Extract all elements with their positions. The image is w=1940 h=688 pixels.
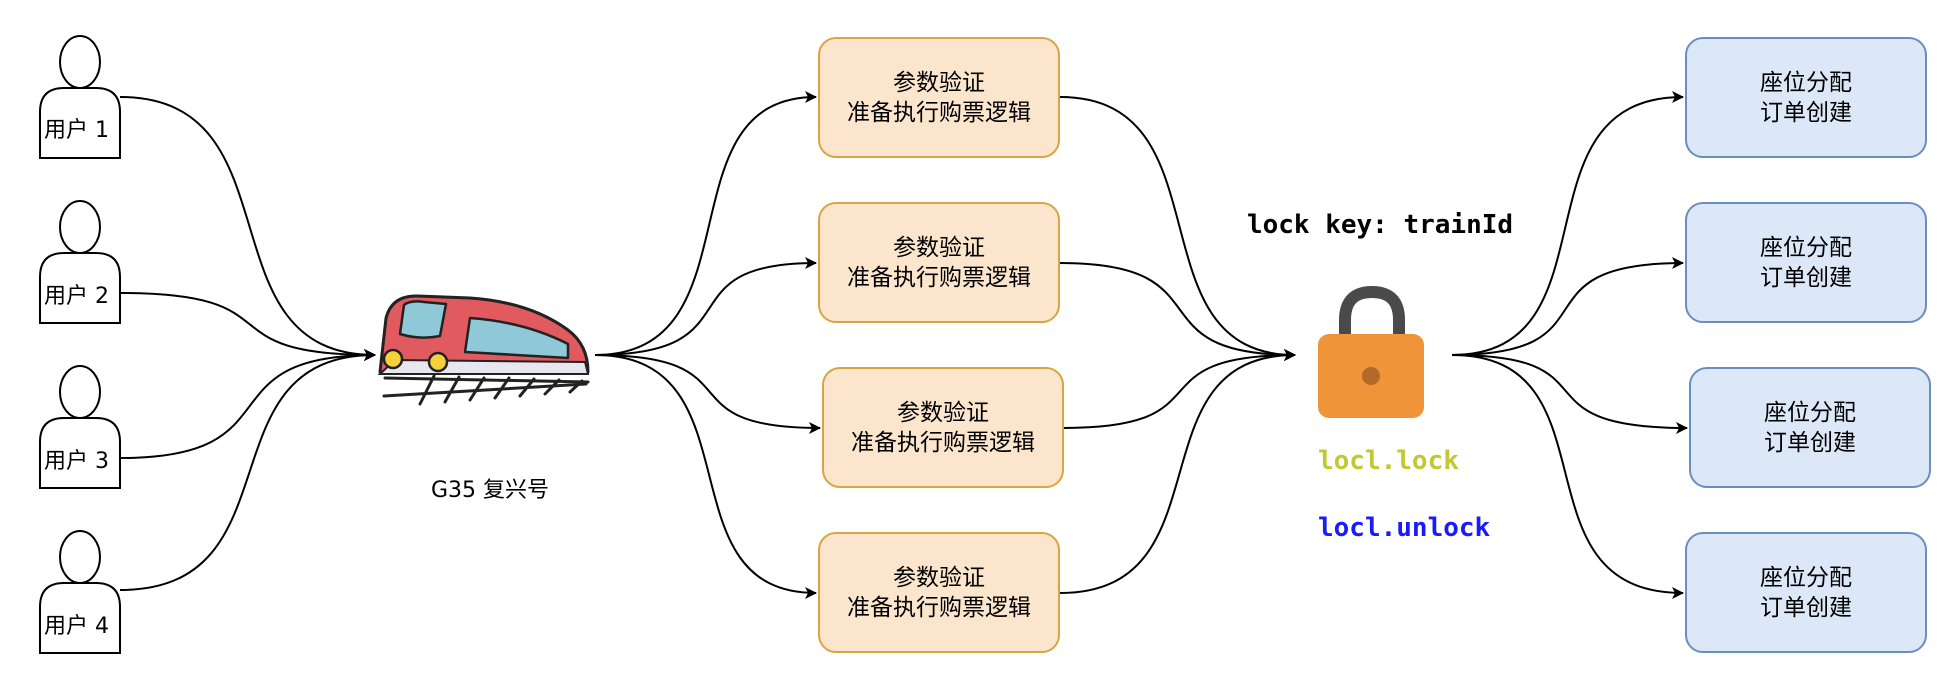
- connector-lock-seat3: [1451, 354, 1688, 434]
- seat-box-3-line2: 订单创建: [1764, 429, 1856, 456]
- process-box-4-line2: 准备执行购票逻辑: [847, 594, 1031, 621]
- process-box-3-line1: 参数验证: [897, 399, 989, 426]
- process-box-2-line1: 参数验证: [893, 234, 985, 261]
- user-icon-3: [39, 365, 121, 489]
- connector-train-process3: [594, 354, 821, 434]
- seat-box-2-line1: 座位分配: [1760, 234, 1852, 261]
- process-box-1-line1: 参数验证: [893, 69, 985, 96]
- user-icon-4: [39, 530, 121, 654]
- connector-train-process1: [594, 91, 817, 356]
- seat-box-4: 座位分配 订单创建: [1685, 532, 1927, 653]
- connector-user1-train: [119, 96, 376, 361]
- process-box-4-line1: 参数验证: [893, 564, 985, 591]
- seat-box-4-line2: 订单创建: [1760, 594, 1852, 621]
- user-icon-1: [39, 35, 121, 159]
- user-label-1: 用户 1: [44, 118, 109, 143]
- connector-train-process2: [594, 257, 817, 356]
- process-box-3: 参数验证 准备执行购票逻辑: [822, 367, 1064, 488]
- process-box-1-line2: 准备执行购票逻辑: [847, 99, 1031, 126]
- lock-op-label: locl.lock: [1318, 446, 1459, 476]
- user-label-3: 用户 3: [44, 449, 109, 474]
- user-label-4: 用户 4: [44, 614, 109, 639]
- seat-box-2: 座位分配 订单创建: [1685, 202, 1927, 323]
- train-caption: G35 复兴号: [430, 478, 550, 503]
- process-box-4: 参数验证 准备执行购票逻辑: [818, 532, 1060, 653]
- process-box-3-line2: 准备执行购票逻辑: [851, 429, 1035, 456]
- connector-process4-lock: [1059, 349, 1296, 594]
- lock-key-label: lock key: trainId: [1246, 210, 1514, 240]
- seat-box-4-line1: 座位分配: [1760, 564, 1852, 591]
- seat-box-1: 座位分配 订单创建: [1685, 37, 1927, 158]
- connector-lock-seat1: [1451, 91, 1684, 356]
- seat-box-3-line1: 座位分配: [1764, 399, 1856, 426]
- connector-process1-lock: [1059, 96, 1296, 361]
- process-box-2-line2: 准备执行购票逻辑: [847, 264, 1031, 291]
- user-label-2: 用户 2: [44, 284, 109, 309]
- unlock-op-label: locl.unlock: [1318, 513, 1491, 543]
- seat-box-1-line2: 订单创建: [1760, 99, 1852, 126]
- connector-train-process4: [594, 354, 817, 599]
- connector-process3-lock: [1063, 349, 1296, 429]
- connector-user2-train: [119, 292, 376, 361]
- padlock-icon: [1318, 285, 1424, 418]
- seat-box-3: 座位分配 订单创建: [1689, 367, 1931, 488]
- train-icon: [377, 294, 590, 406]
- user-icon-2: [39, 200, 121, 324]
- seat-box-2-line2: 订单创建: [1760, 264, 1852, 291]
- seat-box-1-line1: 座位分配: [1760, 69, 1852, 96]
- connector-lock-seat2: [1451, 257, 1684, 356]
- connector-lock-seat4: [1451, 354, 1684, 599]
- process-box-2: 参数验证 准备执行购票逻辑: [818, 202, 1060, 323]
- process-box-1: 参数验证 准备执行购票逻辑: [818, 37, 1060, 158]
- connector-process2-lock: [1059, 262, 1296, 361]
- connector-user3-train: [119, 349, 376, 459]
- connector-user4-train: [119, 349, 376, 591]
